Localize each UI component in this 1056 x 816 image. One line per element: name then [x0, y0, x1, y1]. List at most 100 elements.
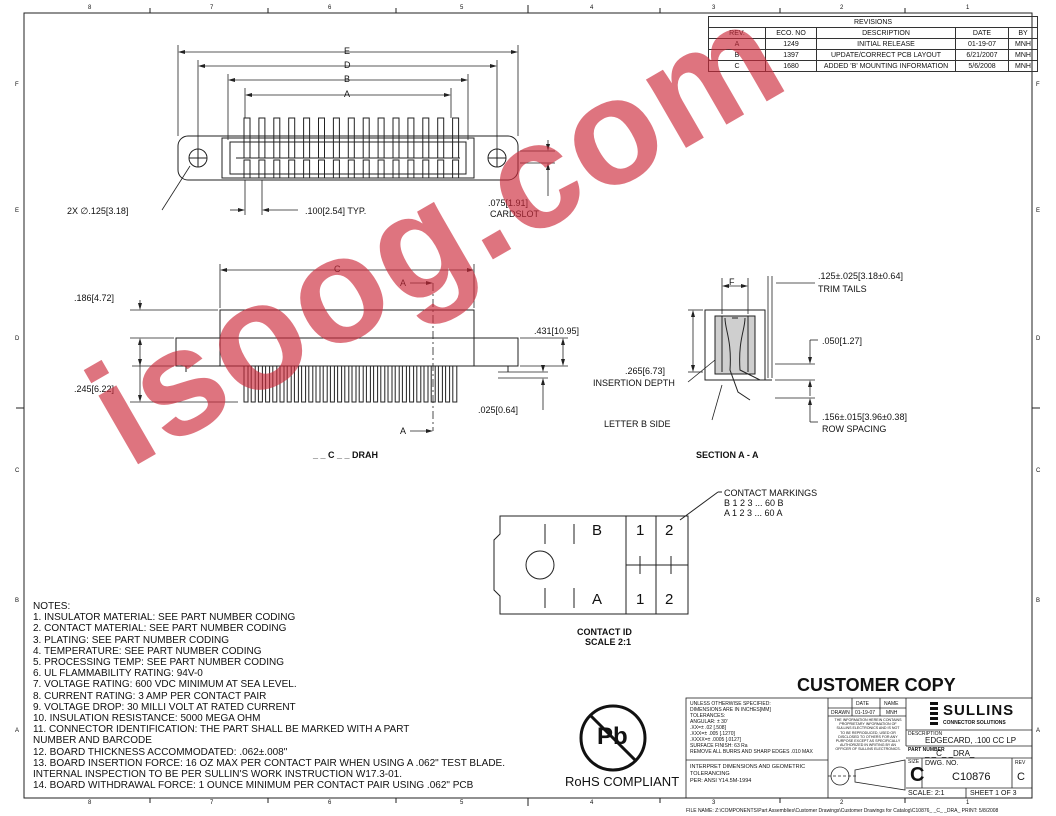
contact-tail — [257, 365, 263, 403]
revisions-cell: INITIAL RELEASE — [816, 38, 956, 50]
tol-block-line: .XX=± .02 [.508] — [690, 725, 726, 731]
contact-upper — [332, 117, 340, 159]
tol-block-line: TOLERANCES: — [690, 713, 726, 719]
contact-tail — [272, 365, 278, 403]
part-number-label: PART NUMBER — [908, 747, 945, 753]
zone-label: 8 — [88, 5, 92, 11]
zone-label: 1 — [966, 5, 970, 11]
contact-id-caption: CONTACT ID — [577, 627, 632, 637]
contact-tail — [279, 365, 285, 403]
note-item: 7. VOLTAGE RATING: 600 VDC MINIMUM AT SE… — [33, 679, 297, 691]
contact-tail — [394, 365, 400, 403]
pitch-callout: .100[2.54] TYP. — [305, 206, 367, 216]
top-arrowheads — [178, 50, 550, 212]
note-item: 10. INSULATION RESISTANCE: 5000 MEGA OHM — [33, 713, 261, 725]
contact-upper — [273, 117, 281, 159]
contact-lower — [347, 159, 355, 179]
note-item: 8. CURRENT RATING: 3 AMP PER CONTACT PAI… — [33, 690, 267, 702]
revisions-cell: B — [708, 49, 766, 61]
note-item: 11. CONNECTOR IDENTIFICATION: THE PART S… — [33, 724, 410, 736]
dwg-no-value: C10876 — [952, 771, 991, 783]
prop-block-line: THE INFORMATION HEREIN CONTAINS — [834, 718, 902, 722]
revisions-header-cell: DESCRIPTION — [816, 27, 956, 39]
contact-tail — [265, 365, 271, 403]
side-flange — [175, 337, 519, 367]
contact-markings-row-b: B 1 2 3 ... 60 B — [724, 498, 784, 508]
dim-050: .050[1.27] — [822, 336, 863, 346]
contact-upper — [392, 117, 400, 159]
contact-lower — [318, 159, 325, 179]
contact-upper — [258, 117, 266, 159]
note-item: INTERNAL INSPECTION TO BE PER SULLIN'S W… — [33, 769, 403, 781]
side-view — [175, 309, 519, 372]
zone-label: E — [15, 208, 20, 214]
interp-block-line: PER: ANSI Y14.5M-1994 — [690, 778, 752, 784]
rev-value: C — [1017, 771, 1025, 783]
section-caption: SECTION A - A — [696, 450, 759, 460]
letter-b-side: LETTER B SIDE — [604, 419, 671, 429]
rohs-symbol — [579, 704, 647, 772]
contact-tail — [445, 365, 451, 403]
rohs-label: RoHS COMPLIANT — [565, 774, 680, 789]
contact-tail — [365, 365, 371, 403]
contact-lower — [258, 159, 266, 179]
contact-lower — [422, 159, 430, 179]
contact-upper — [362, 117, 370, 159]
contact-lower — [303, 159, 311, 179]
section-body — [704, 309, 766, 381]
side-arrowheads — [138, 268, 565, 433]
prop-block-line: DISCLOSED TO OTHERS FOR ANY — [838, 734, 898, 739]
side-dimensions — [130, 264, 568, 432]
contact-tail — [322, 365, 328, 403]
zone-label: A — [15, 728, 20, 734]
tol-block-line: DIMENSIONS ARE IN INCHES[MM] — [690, 707, 771, 713]
contact-upper — [318, 117, 325, 159]
contact-tail — [308, 365, 314, 403]
revisions-cell: MNH — [1008, 60, 1038, 72]
letter-b: B — [592, 522, 603, 539]
contact-tail — [351, 365, 357, 403]
drawn-name: MNH — [886, 710, 898, 716]
revisions-cell: ADDED 'B' MOUNTING INFORMATION — [816, 60, 956, 72]
contact-id-scale: SCALE 2:1 — [585, 637, 632, 647]
side-view-caption: _ _ C _ _ DRAH — [313, 450, 379, 460]
revisions-cell: C — [708, 60, 766, 72]
note-item: 5. PROCESSING TEMP: SEE PART NUMBER CODI… — [33, 657, 284, 669]
section-arrowheads — [691, 284, 812, 405]
contact-upper — [422, 117, 430, 159]
zone-label: 5 — [460, 5, 464, 11]
revisions-cell: MNH — [1008, 49, 1038, 61]
revisions-header-cell: REV. — [708, 27, 766, 39]
contact-lower — [452, 159, 460, 179]
revisions-cell: UPDATE/CORRECT PCB LAYOUT — [816, 49, 956, 61]
prop-block-line: TO BE REPRODUCED, USED OR — [840, 730, 896, 735]
revisions-cell: 1249 — [765, 38, 817, 50]
description-value: EDGECARD, .100 CC LP — [925, 736, 1017, 745]
contact-lower — [392, 159, 400, 179]
zone-label: 5 — [460, 800, 464, 806]
zone-label: 7 — [210, 800, 214, 806]
prop-block-line: AUTHORIZED IN WRITING BY AN — [839, 743, 897, 748]
cardslot-label: CARDSLOT — [490, 209, 540, 219]
depth-label: INSERTION DEPTH — [593, 378, 675, 388]
section-marker-bottom: A — [400, 426, 407, 436]
interp-block-line: TOLERANCING — [690, 771, 730, 777]
prop-block-line: SULLINS ELECTRONICS AND IS NOT — [836, 726, 900, 731]
contact-lower — [437, 159, 445, 179]
dim-b-label: B — [344, 74, 351, 84]
contact-tail — [286, 365, 292, 403]
contact-tail — [329, 365, 335, 403]
zone-label: A — [1036, 728, 1041, 734]
trim-label: TRIM TAILS — [818, 284, 867, 294]
contact-tail — [337, 365, 343, 403]
zone-label: F — [15, 82, 19, 88]
zone-label: D — [15, 336, 20, 342]
zone-label: B — [15, 598, 20, 604]
dim-d-label: D — [344, 60, 351, 70]
prop-block-line: PROPRIETARY INFORMATION OF — [839, 722, 897, 727]
dim-e-label: E — [344, 46, 351, 56]
